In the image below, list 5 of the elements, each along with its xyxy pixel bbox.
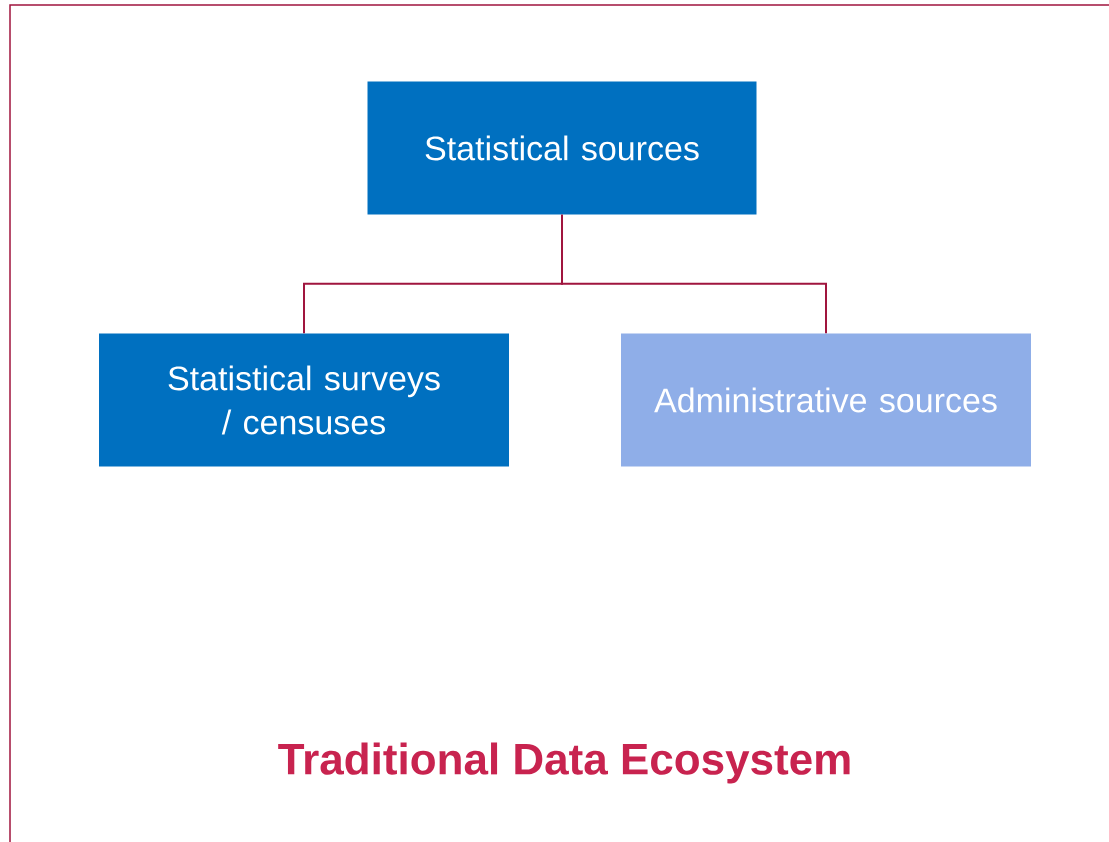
source-box: Statistical sources: [367, 81, 757, 215]
title: Traditional Data Ecosystem: [278, 742, 850, 784]
connector-line: [561, 213, 827, 335]
source-box: Statistical surveys / censuses: [99, 333, 509, 467]
source-box: Administrative sources: [621, 333, 1031, 467]
